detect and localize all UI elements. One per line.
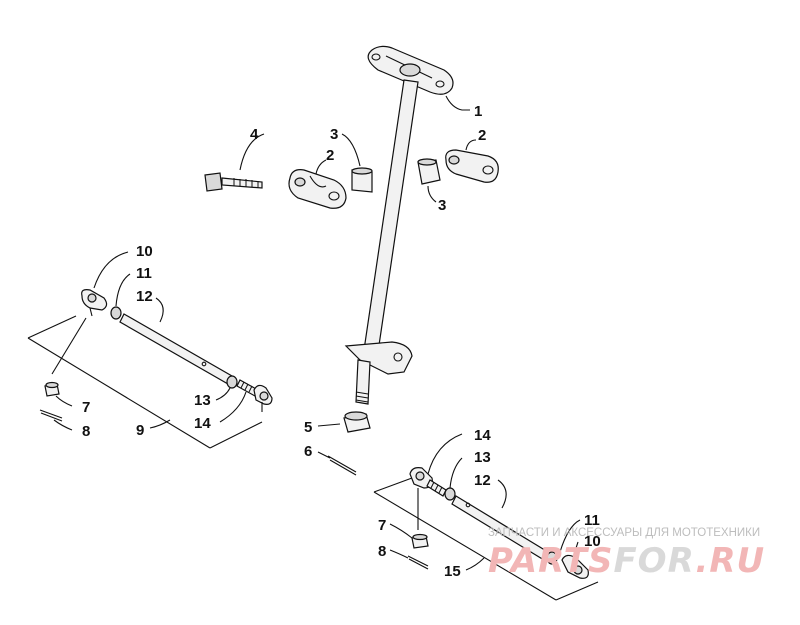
cotter-pin-center (327, 455, 357, 476)
callout-7-left: 7 (82, 399, 90, 416)
callout-1: 1 (474, 103, 482, 120)
callout-labels: 1 2 2 3 3 4 5 6 7 8 9 10 11 12 13 14 14 … (82, 103, 601, 580)
watermark: ЗАПЧАСТИ И АКСЕССУАРЫ ДЛЯ МОТОТЕХНИКИ PA… (488, 527, 765, 581)
callout-5: 5 (304, 419, 312, 436)
bushing-right (417, 158, 441, 185)
callout-3-left: 3 (330, 126, 338, 143)
callout-8-right: 8 (378, 543, 386, 560)
callout-11-right: 11 (584, 512, 600, 529)
clamp-half-left (288, 169, 347, 209)
steering-post (344, 45, 454, 405)
bracket-assembly-9 (27, 315, 263, 449)
callout-3-right: 3 (438, 197, 446, 214)
callout-7-right: 7 (378, 517, 386, 534)
callout-14-right: 14 (474, 427, 491, 444)
watermark-logo: PARTSFOR.RU (488, 541, 765, 581)
tie-rod-assembly-right (407, 467, 589, 579)
callout-8-left: 8 (82, 423, 90, 440)
castle-nut (343, 411, 371, 433)
tie-rod-assembly-left (39, 289, 273, 422)
callout-10-right: 10 (584, 533, 601, 550)
bracket-assembly-15 (373, 477, 599, 601)
callout-6: 6 (304, 443, 312, 460)
callout-4: 4 (250, 126, 259, 143)
watermark-logo-part1: PARTS (488, 541, 613, 581)
bushing-left (351, 167, 373, 193)
callout-15: 15 (444, 563, 461, 580)
leader-lines (53, 95, 581, 571)
callout-14-left: 14 (194, 415, 211, 432)
watermark-logo-part2: FOR (613, 541, 695, 581)
clamp-half-right (445, 149, 499, 183)
callout-9: 9 (136, 422, 144, 439)
callout-11-left: 11 (136, 265, 152, 282)
watermark-tagline: ЗАПЧАСТИ И АКСЕССУАРЫ ДЛЯ МОТОТЕХНИКИ (488, 527, 760, 539)
callout-13-right: 13 (474, 449, 491, 466)
callout-12-right: 12 (474, 472, 491, 489)
callout-10-left: 10 (136, 243, 153, 260)
callout-12-left: 12 (136, 288, 153, 305)
callout-13-left: 13 (194, 392, 211, 409)
watermark-logo-part3: .RU (695, 541, 765, 581)
callout-2-left: 2 (326, 147, 334, 164)
callout-2-right: 2 (478, 127, 486, 144)
bolt-part-4 (204, 172, 263, 192)
